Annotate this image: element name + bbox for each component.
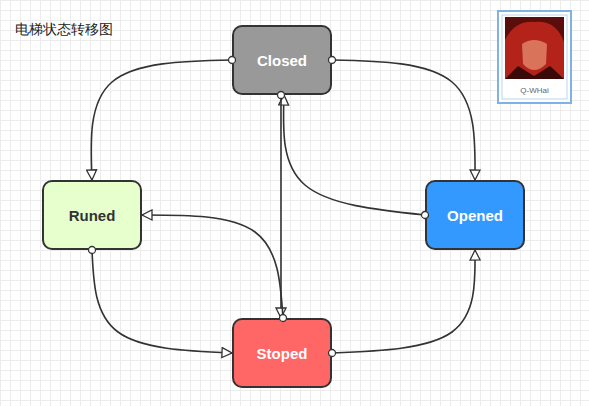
avatar-hair [505, 22, 564, 79]
transition-arrow [142, 215, 283, 318]
avatar-image [505, 17, 564, 79]
avatar-inner-frame [502, 15, 567, 99]
transition-arrow [280, 95, 282, 318]
diagram-title: 电梯状态转移图 [15, 21, 113, 39]
state-name: Runed [69, 207, 116, 224]
transition-arrow [332, 250, 475, 353]
state-name: Stoped [257, 345, 308, 362]
state-box: Closed [232, 25, 332, 95]
avatar-shoulders [505, 66, 564, 79]
state-box: Runed [42, 180, 142, 250]
state-box: Stoped [232, 318, 332, 388]
transition-arrow [283, 95, 425, 215]
transition-arrow [332, 60, 475, 180]
connectors [91, 60, 475, 353]
avatar-face [522, 40, 547, 70]
transition-arrow [92, 250, 232, 353]
state-box: Opened [425, 180, 525, 250]
author-label: Q-WHai [502, 86, 567, 95]
state-name: Opened [447, 207, 503, 224]
avatar-frame [498, 11, 571, 103]
transition-arrow [91, 60, 232, 180]
state-name: Closed [257, 52, 307, 69]
